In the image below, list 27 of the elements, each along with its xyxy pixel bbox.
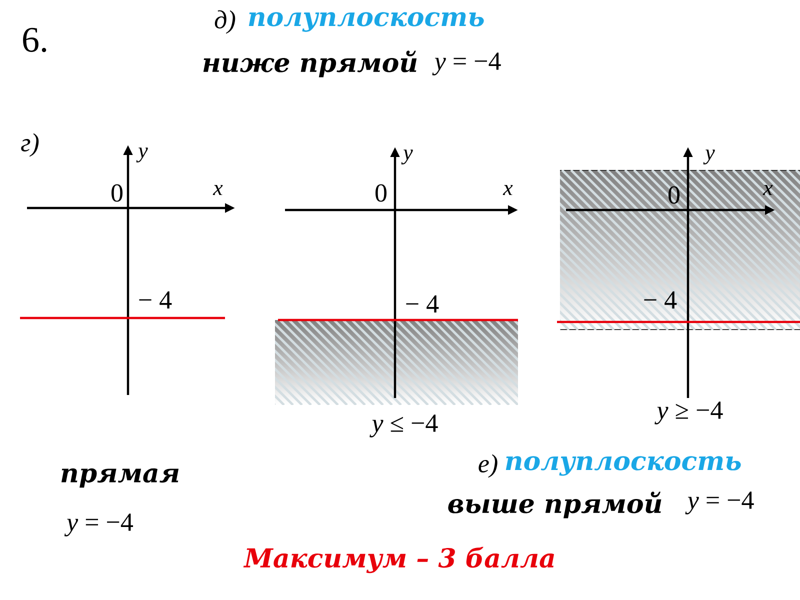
description-text: выше прямой — [448, 492, 662, 518]
item-letter: д) — [214, 10, 236, 34]
tick-label: − 4 — [139, 291, 172, 309]
axis-label: x — [502, 184, 513, 196]
inequality-label: y ≥ −4 — [654, 402, 723, 424]
equation: y = −4 — [432, 52, 501, 76]
tick-label: 0 — [668, 186, 680, 204]
score-note: Максимум – 3 балла — [243, 546, 554, 574]
tick-label: 0 — [112, 184, 123, 202]
inequality-label: y ≤ −4 — [370, 414, 438, 438]
description-text: прямая — [61, 468, 179, 488]
tick-label: − 4 — [644, 291, 677, 309]
axis-label: y — [703, 150, 715, 164]
heading: 6. — [23, 28, 46, 52]
tick-label: − 4 — [406, 295, 439, 313]
axis-label: x — [212, 184, 223, 196]
axis-label: y — [136, 148, 148, 162]
equation: y = −4 — [64, 514, 134, 536]
equation: y = −4 — [685, 492, 754, 514]
term-text: полуплоскость — [506, 456, 741, 476]
item-letter: г) — [21, 133, 39, 157]
tick-label: 0 — [376, 184, 387, 202]
axis-label: y — [401, 150, 413, 164]
term-text: полуплоскость — [248, 12, 484, 32]
description-text: ниже прямой — [203, 50, 417, 78]
axis-label: x — [762, 184, 773, 196]
item-letter: е) — [478, 454, 498, 478]
